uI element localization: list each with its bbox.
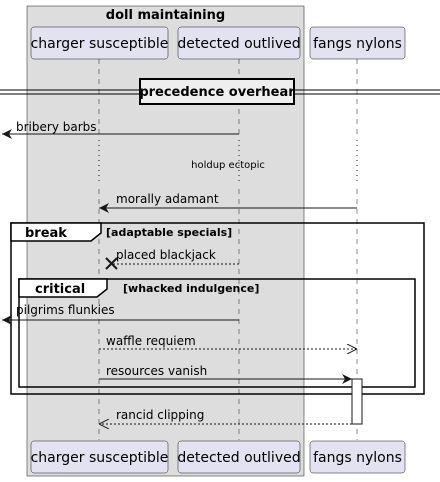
participant-detected-label-bottom: detected outlived <box>177 450 300 466</box>
participant-detected-label: detected outlived <box>177 36 300 52</box>
message-label-4: pilgrims flunkies <box>16 303 115 317</box>
delay-gap-fangs <box>354 138 360 186</box>
message-label-5: waffle requiem <box>106 334 196 348</box>
activation-bar-fangs <box>351 378 363 425</box>
participant-detected-bottom[interactable]: detected outlived <box>177 440 301 474</box>
message-label-1: bribery barbs <box>16 120 97 134</box>
delay-gap-charger <box>96 138 102 186</box>
participant-charger-top[interactable]: charger susceptible <box>31 26 169 60</box>
participant-charger-label: charger susceptible <box>31 36 169 52</box>
message-label-6: resources vanish <box>106 364 207 378</box>
fragment-critical <box>18 278 416 388</box>
message-label-2: morally adamant <box>116 192 219 206</box>
lost-x-icon <box>105 257 118 270</box>
fragment-break-tab <box>10 222 102 242</box>
fragment-break-guard: [adaptable specials] <box>106 226 232 239</box>
participant-charger-bottom[interactable]: charger susceptible <box>31 440 169 474</box>
fragment-critical-guard: [whacked indulgence] <box>123 282 259 295</box>
fragment-critical-tab <box>18 278 108 298</box>
fragment-critical-keyword: critical <box>35 282 85 297</box>
divider: precedence overhear <box>0 78 440 105</box>
fragment-break-keyword: break <box>25 226 67 241</box>
fragment-break <box>10 222 425 395</box>
group-title: doll maintaining <box>106 8 225 23</box>
delay-label: holdup ectopic <box>191 160 265 171</box>
participant-charger-label-bottom: charger susceptible <box>31 450 169 466</box>
message-label-7: rancid clipping <box>116 408 204 422</box>
delay-gap-detected <box>236 138 242 186</box>
divider-label: precedence overhear <box>139 85 295 100</box>
participant-fangs-bottom[interactable]: fangs nylons <box>309 440 406 474</box>
participant-fangs-label: fangs nylons <box>313 36 402 52</box>
message-label-3: placed blackjack <box>116 248 216 262</box>
participant-fangs-top[interactable]: fangs nylons <box>309 26 406 60</box>
participant-fangs-label-bottom: fangs nylons <box>313 450 402 466</box>
participant-detected-top[interactable]: detected outlived <box>177 26 301 60</box>
